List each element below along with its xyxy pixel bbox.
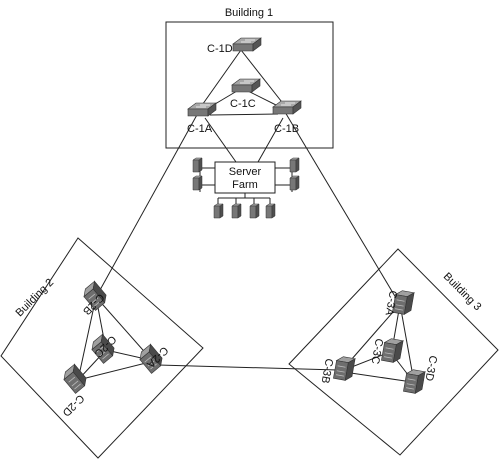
switch-c3c-label: C-3C [369,337,385,364]
link-c2b-c2a [95,296,151,359]
server-icon [249,203,260,219]
link-c1d-c1a [199,49,242,109]
building-1-title: Building 1 [225,7,273,19]
switch-c2c[interactable]: C-2C [88,333,119,364]
link-c1b-farm [257,117,284,163]
switch-c2d-label: C-2D [60,392,87,419]
server-icon [192,175,203,191]
link-c2b-c2d [77,296,97,381]
building-3-box [288,248,499,456]
building-3-title: Building 3 [441,271,484,314]
server-icon [192,157,203,173]
link-c3a-c3b [343,303,401,369]
switch-c3d-label: C-3D [423,354,439,381]
switch-c1c-label: C-1C [230,98,256,110]
building-1-box [165,21,334,149]
server-farm[interactable]: Server Farm [192,157,300,219]
server-icon [213,203,224,219]
building-2-title: Building 2 [14,277,57,320]
link-c1a-c1b [209,113,279,116]
switch-c1a-label: C-1A [187,123,213,135]
server-farm-box [214,161,276,194]
switch-c1b[interactable]: C-1B [272,100,302,135]
switch-c1d-label: C-1D [207,43,233,55]
switch-c2b[interactable]: C-2B [80,280,110,317]
server-farm-label-line1: Server [229,166,262,178]
link-c3b-c3d [343,371,413,383]
switch-c3b-label: C-3B [319,357,335,384]
switch-c1a[interactable]: C-1A [187,102,217,135]
switch-c1b-label: C-1B [274,123,299,135]
server-icon [265,203,276,219]
link-c2a-c3b [157,364,339,371]
switch-c1d[interactable]: C-1D [207,37,262,55]
link-c1d-c1b [240,49,286,107]
link-c2d-c2a [77,361,151,381]
switch-c3b[interactable]: C-3B [319,355,356,385]
switch-c1c[interactable]: C-1C [230,78,261,110]
link-c1a-farm [204,117,237,163]
server-icon [289,157,300,173]
link-c1a-c2b [99,112,199,291]
switch-c3a[interactable]: C-3A [383,289,415,317]
server-icon [231,203,242,219]
link-c3a-c3d [399,303,415,383]
link-c1b-c3a [284,111,397,299]
server-icon [289,175,300,191]
switch-c3d[interactable]: C-3D [403,354,439,395]
switch-c3a-label: C-3A [383,289,399,316]
switch-c3c[interactable]: C-3C [369,337,404,365]
building-2-box [0,237,204,459]
server-farm-label-line2: Farm [232,179,258,191]
